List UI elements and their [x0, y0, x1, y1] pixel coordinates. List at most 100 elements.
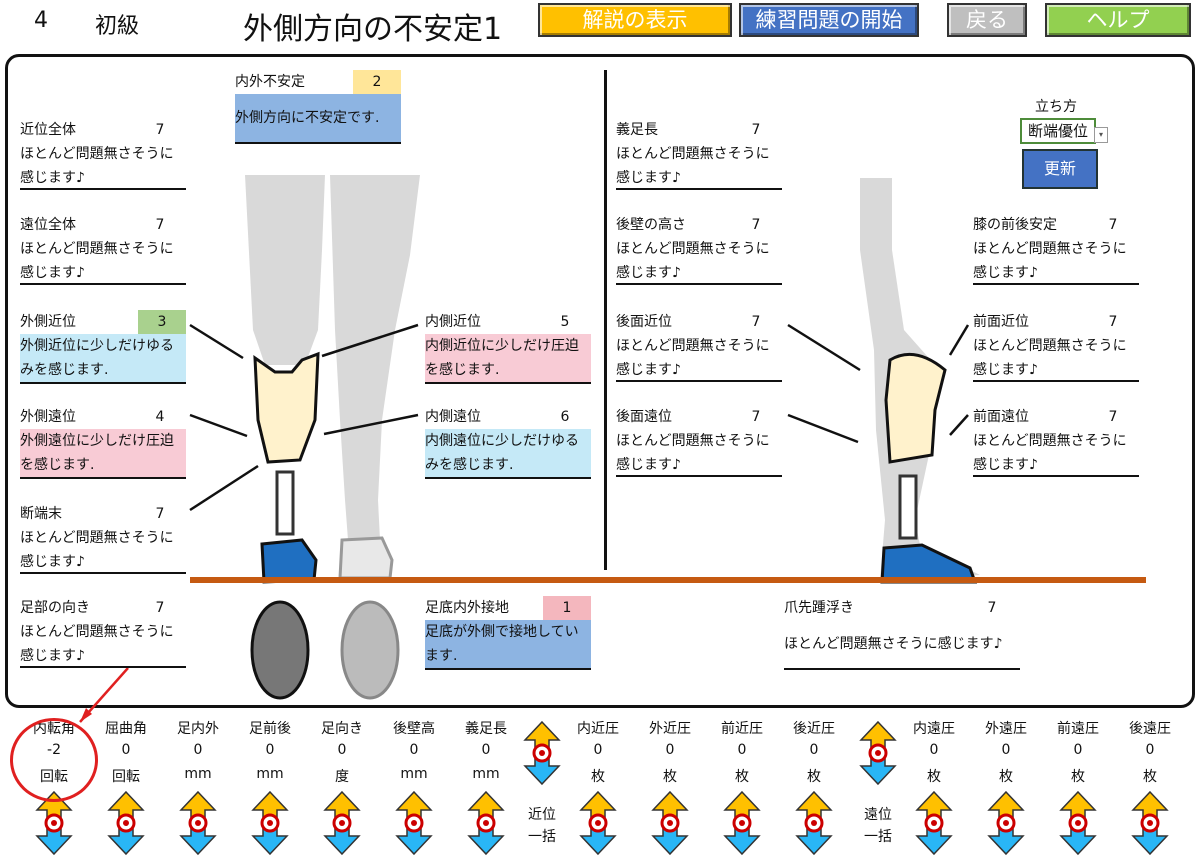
- stepper-arrows-icon[interactable]: [793, 790, 835, 856]
- item-underline: [784, 668, 1020, 670]
- stepper-arrows-icon[interactable]: [321, 790, 363, 856]
- right-sole-print: [340, 600, 400, 700]
- stepper-arrows-icon[interactable]: [1057, 790, 1099, 856]
- item-underline: [425, 477, 591, 479]
- stepper-arrows-icon[interactable]: [393, 790, 435, 856]
- control-value: 0: [665, 742, 675, 758]
- shoe-side: [880, 543, 978, 584]
- summary-label: 内外不安定: [235, 74, 305, 90]
- control-label: 足内外: [177, 721, 219, 737]
- stepper-arrows-icon[interactable]: [721, 790, 763, 856]
- left-sole-print: [250, 600, 310, 700]
- item-underline: [20, 188, 186, 190]
- item-label: 断端末: [20, 506, 62, 522]
- update-button[interactable]: 更新: [1022, 149, 1098, 189]
- item-underline: [616, 283, 782, 285]
- item-underline: [425, 668, 591, 670]
- control-unit: 枚: [927, 769, 941, 785]
- socket-front: [253, 351, 320, 464]
- stepper-arrows-icon[interactable]: [105, 790, 147, 856]
- group-label: 遠位 一括: [864, 807, 892, 845]
- item-score: 7: [751, 409, 761, 425]
- item-message: 外側近位に少しだけゆる みを感じます.: [20, 334, 186, 382]
- control-value: 0: [193, 742, 203, 758]
- stepper-arrows-icon[interactable]: [249, 790, 291, 856]
- control-unit: 枚: [1143, 769, 1157, 785]
- summary-underline: [235, 142, 401, 144]
- chevron-down-icon[interactable]: ▾: [1094, 127, 1108, 143]
- left-thigh-shape: [245, 175, 325, 365]
- control-label: 前近圧: [721, 721, 763, 737]
- item-label: 膝の前後安定: [973, 217, 1057, 233]
- control-unit: 枚: [663, 769, 677, 785]
- stepper-arrows-icon[interactable]: [649, 790, 691, 856]
- item-label: 義足長: [616, 122, 658, 138]
- item-underline: [616, 188, 782, 190]
- question-number: 4: [34, 8, 48, 33]
- back-button[interactable]: 戻る: [947, 3, 1027, 37]
- control-label: 足向き: [321, 721, 363, 737]
- item-message: ほとんど問題無さそうに 感じます♪: [616, 241, 770, 281]
- item-underline: [20, 666, 186, 668]
- item-score: 3: [138, 310, 186, 334]
- stepper-arrows-icon[interactable]: [1129, 790, 1171, 856]
- socket-side: [884, 352, 947, 464]
- show-explanation-button[interactable]: 解説の表示: [538, 3, 732, 37]
- main-panel: [5, 54, 1195, 708]
- item-score: 7: [1108, 314, 1118, 330]
- right-leg-shape: [330, 175, 420, 540]
- item-label: 後面遠位: [616, 409, 672, 425]
- control-unit: 回転: [112, 769, 140, 785]
- stepper-arrows-icon[interactable]: [177, 790, 219, 856]
- item-label: 内側遠位: [425, 409, 481, 425]
- control-label: 後壁高: [393, 721, 435, 737]
- item-label: 後面近位: [616, 314, 672, 330]
- item-underline: [616, 380, 782, 382]
- group-stepper-distal: 遠位 一括: [856, 720, 900, 850]
- item-label: 遠位全体: [20, 217, 76, 233]
- stepper-arrows-icon[interactable]: [913, 790, 955, 856]
- item-score: 7: [751, 122, 761, 138]
- control-label: 前遠圧: [1057, 721, 1099, 737]
- item-score: 7: [155, 600, 165, 616]
- item-label: 足底内外接地: [425, 600, 509, 616]
- group-stepper-icon[interactable]: [857, 720, 899, 786]
- group-stepper-icon[interactable]: [521, 720, 563, 786]
- item-message: ほとんど問題無さそうに 感じます♪: [20, 146, 174, 186]
- start-practice-button[interactable]: 練習問題の開始: [739, 3, 919, 37]
- pylon-front: [275, 470, 295, 536]
- ground-line: [190, 577, 1146, 583]
- control-label: 義足長: [465, 721, 507, 737]
- shoe-front-left: [260, 538, 318, 584]
- item-message: ほとんど問題無さそうに 感じます♪: [20, 530, 174, 570]
- shoe-front-right: [338, 536, 394, 580]
- control-unit: mm: [400, 766, 428, 782]
- group-label: 近位 一括: [528, 807, 556, 845]
- help-button[interactable]: ヘルプ: [1045, 3, 1191, 37]
- item-underline: [20, 382, 186, 384]
- panel-divider: [604, 70, 607, 570]
- item-message: 足底が外側で接地してい ます.: [425, 620, 591, 668]
- standing-select[interactable]: 断端優位: [1020, 118, 1096, 144]
- stepper-arrows-icon[interactable]: [985, 790, 1027, 856]
- stepper-arrows-icon[interactable]: [465, 790, 507, 856]
- summary-message: 外側方向に不安定です.: [235, 94, 401, 142]
- control-value: 0: [481, 742, 491, 758]
- control-label: 後近圧: [793, 721, 835, 737]
- item-message: ほとんど問題無さそうに 感じます♪: [973, 433, 1127, 473]
- stepper-arrows-icon[interactable]: [33, 790, 75, 856]
- control-label: 外近圧: [649, 721, 691, 737]
- item-label: 後壁の高さ: [616, 217, 686, 233]
- control-label: 後遠圧: [1129, 721, 1171, 737]
- stepper-arrows-icon[interactable]: [577, 790, 619, 856]
- item-label: 足部の向き: [20, 600, 90, 616]
- standing-label: 立ち方: [1035, 99, 1077, 115]
